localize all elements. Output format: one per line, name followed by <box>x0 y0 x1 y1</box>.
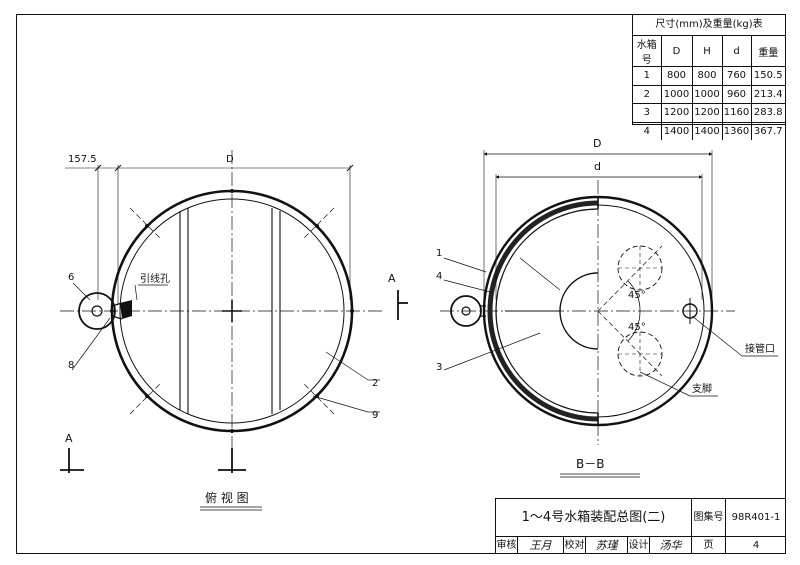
internal-baffles <box>179 208 281 414</box>
table-header-row: 水箱号 D H d 重量 <box>633 36 785 67</box>
table-row: 3 1200 1200 1160 283.8 <box>633 103 785 123</box>
table-cell: 2 <box>633 84 662 104</box>
drawing-title: 1～4号水箱装配总图(二) <box>496 499 692 537</box>
table-cell: 800 <box>660 66 693 86</box>
table-cell: 213.4 <box>750 84 785 104</box>
rim-bolts <box>110 189 354 433</box>
top-view <box>60 150 408 511</box>
page-number: 4 <box>752 540 760 551</box>
table-row: 4 1400 1400 1360 367.7 <box>633 121 785 140</box>
top-view-caption: 俯 视 图 <box>205 490 249 505</box>
table-cell: 283.8 <box>750 103 785 123</box>
callout-3: 3 <box>436 362 442 373</box>
table-cell: 960 <box>721 84 752 104</box>
table-cell: 1200 <box>660 103 693 123</box>
wire-hole-bracket <box>120 300 132 319</box>
section-caption: B－B <box>576 457 604 471</box>
table-cell: 1360 <box>721 121 752 140</box>
callout-9: 9 <box>372 410 378 421</box>
callout-6: 6 <box>68 272 74 283</box>
callout-1: 1 <box>436 248 442 259</box>
callout-8: 8 <box>68 360 74 371</box>
table-cell: 1200 <box>691 103 723 123</box>
table-cell: 1160 <box>721 103 752 123</box>
atlas-number: 98R401-1 <box>726 499 786 537</box>
sheet-frame <box>16 14 786 554</box>
table-cell: 3 <box>633 103 662 123</box>
col-header-weight: 重量 <box>750 36 785 67</box>
table-cell: 4 <box>633 121 662 140</box>
col-header-h: H <box>691 36 723 67</box>
section-dimension-d-inner: d <box>594 160 601 173</box>
top-view-leaders <box>71 282 380 511</box>
table-cell: 150.5 <box>750 66 785 86</box>
table-cell: 800 <box>691 66 723 86</box>
diagonal-ticks <box>129 207 335 415</box>
size-weight-table: 尺寸(mm)及重量(kg)表 水箱号 D H d 重量 1 800 800 76… <box>632 15 785 140</box>
section-mark-a-right: A <box>388 272 396 285</box>
section-dimension-d-outer: D <box>593 137 601 150</box>
col-header-tank-no: 水箱号 <box>633 36 662 67</box>
side-port-hole <box>91 305 103 317</box>
inner-rim <box>119 198 345 424</box>
review-label: 审核 <box>496 537 518 554</box>
table-row: 2 1000 1000 960 213.4 <box>633 84 785 104</box>
section-marks-a <box>60 290 408 473</box>
check-label: 校对 <box>564 537 586 554</box>
support-leg-label: 支脚 <box>692 382 712 395</box>
table-cell: 1 <box>633 66 662 86</box>
table-cell: 1400 <box>660 121 693 140</box>
table-row: 1 800 800 760 150.5 <box>633 66 785 86</box>
callout-4: 4 <box>436 271 442 282</box>
design-signature: 汤华 <box>650 537 692 554</box>
design-label: 设计 <box>628 537 650 554</box>
table-cell: 367.7 <box>750 121 785 140</box>
page-label: 页 <box>692 537 726 554</box>
table-cell: 760 <box>721 66 752 86</box>
callout-2: 2 <box>372 378 378 389</box>
diameter-dimension-d: D <box>226 154 234 165</box>
atlas-number-label: 图集号 <box>692 499 726 537</box>
wire-hole-label: 引线孔 <box>140 272 170 285</box>
table-cell: 1000 <box>691 84 723 104</box>
review-signature: 王月 <box>518 537 564 554</box>
angle-lower: 45° <box>628 322 646 333</box>
col-header-d-inner: d <box>721 36 752 67</box>
table-caption: 尺寸(mm)及重量(kg)表 <box>633 15 785 36</box>
signature-row: 审核 王月 校对 苏瑾 设计 汤华 页 4 <box>496 537 786 554</box>
title-block: 1～4号水箱装配总图(二) 图集号 98R401-1 审核 王月 校对 苏瑾 设… <box>495 498 786 554</box>
col-header-d-outer: D <box>660 36 693 67</box>
section-view <box>440 150 778 478</box>
pipe-connection-label: 接管口 <box>745 342 775 355</box>
section-mark-a-bottom: A <box>65 432 73 445</box>
offset-dimension: 157.5 <box>68 154 97 165</box>
angle-upper: 45° <box>628 290 646 301</box>
table-cell: 1000 <box>660 84 693 104</box>
check-signature: 苏瑾 <box>586 537 628 554</box>
table-cell: 1400 <box>691 121 723 140</box>
size-table-grid: 水箱号 D H d 重量 1 800 800 760 150.5 2 1000 … <box>633 36 785 140</box>
side-port-flange <box>78 292 116 330</box>
